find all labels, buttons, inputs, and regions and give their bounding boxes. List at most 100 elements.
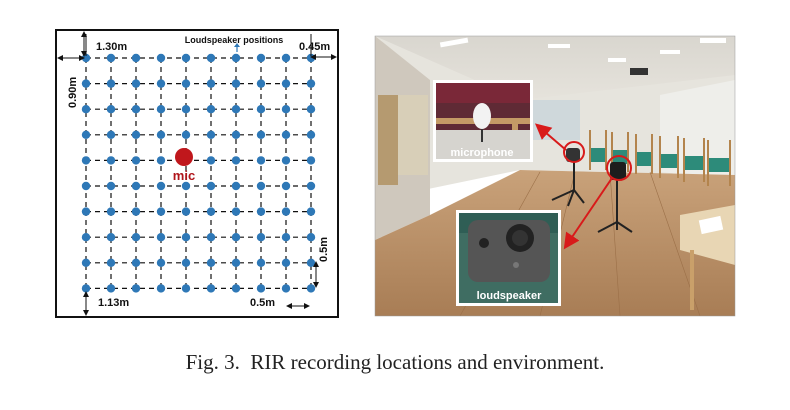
loudspeaker-position-dot	[256, 233, 266, 242]
loudspeaker-position-dot	[306, 105, 316, 114]
loudspeaker-position-dot	[256, 181, 266, 191]
caption-text: RIR recording locations and environment.	[250, 350, 605, 374]
loudspeaker-position-dot	[131, 156, 141, 165]
loudspeaker-position-dot	[231, 105, 241, 114]
loudspeaker-position-dot	[81, 130, 91, 139]
loudspeaker-position-dot	[306, 156, 316, 165]
loudspeaker-position-dot	[206, 181, 216, 191]
loudspeaker-position-dot	[156, 156, 166, 165]
loudspeaker-position-dot	[306, 79, 316, 88]
loudspeaker-position-dot	[256, 284, 266, 293]
loudspeaker-position-dot	[231, 181, 241, 191]
loudspeaker-position-dot	[131, 105, 141, 114]
loudspeaker-position-dot	[281, 207, 291, 216]
loudspeaker-position-dot	[131, 130, 141, 139]
loudspeaker-position-dot	[156, 233, 166, 242]
loudspeaker-position-dot	[281, 79, 291, 88]
loudspeaker-position-dot	[106, 258, 116, 267]
room-photo: microphone loudspeaker	[374, 35, 736, 317]
microphone-icon	[473, 103, 491, 129]
loudspeaker-position-dot	[81, 79, 91, 88]
microphone-label: microphone	[451, 147, 514, 159]
loudspeaker-position-dot	[106, 156, 116, 165]
dim-right-label: 0.5m	[318, 237, 330, 262]
loudspeaker-position-dot	[231, 130, 241, 139]
loudspeaker-position-dot	[106, 181, 116, 191]
loudspeaker-position-dot	[206, 79, 216, 88]
loudspeaker-position-dot	[131, 233, 141, 242]
loudspeaker-position-dot	[81, 105, 91, 114]
room-border	[55, 29, 339, 318]
loudspeaker-position-dot	[306, 181, 316, 191]
loudspeaker-position-dot	[206, 258, 216, 267]
loudspeaker-icon	[468, 220, 550, 282]
loudspeaker-position-dot	[181, 53, 191, 63]
loudspeaker-position-dot	[106, 207, 116, 216]
loudspeaker-position-dot	[231, 284, 241, 293]
loudspeaker-position-dot	[106, 284, 116, 293]
mic-marker	[175, 148, 193, 166]
loudspeaker-position-dot	[206, 130, 216, 139]
loudspeaker-position-dot	[81, 181, 91, 191]
loudspeaker-position-dot	[131, 207, 141, 216]
loudspeaker-position-dot	[281, 284, 291, 293]
loudspeaker-position-dot	[306, 130, 316, 139]
loudspeaker-positions-title: Loudspeaker positions	[185, 35, 284, 45]
microphone-inset: microphone	[433, 80, 533, 162]
loudspeaker-position-dot	[156, 130, 166, 139]
loudspeaker-position-dot	[181, 130, 191, 139]
loudspeaker-position-dot	[106, 130, 116, 139]
loudspeaker-position-dot	[156, 207, 166, 216]
loudspeaker-position-dot	[231, 53, 241, 63]
mic-label: mic	[173, 168, 195, 183]
loudspeaker-position-dot	[181, 284, 191, 293]
loudspeaker-position-dot	[281, 233, 291, 242]
loudspeaker-position-dot	[181, 105, 191, 114]
loudspeaker-position-dot	[156, 53, 166, 63]
loudspeaker-position-dot	[281, 258, 291, 267]
loudspeaker-position-dot	[306, 284, 316, 293]
loudspeaker-position-dot	[231, 233, 241, 242]
loudspeaker-position-dot	[306, 258, 316, 267]
figure-caption: Fig. 3. RIR recording locations and envi…	[0, 350, 790, 375]
loudspeaker-position-dot	[131, 258, 141, 267]
loudspeaker-position-dot	[206, 233, 216, 242]
loudspeaker-position-dot	[106, 233, 116, 242]
loudspeaker-position-dot	[256, 130, 266, 139]
title-pointer-head	[234, 43, 240, 47]
loudspeaker-label: loudspeaker	[477, 290, 543, 302]
loudspeaker-position-dot	[181, 79, 191, 88]
loudspeaker-position-dot	[281, 181, 291, 191]
loudspeaker-position-dot	[156, 284, 166, 293]
loudspeaker-position-dot	[131, 284, 141, 293]
loudspeaker-dots	[81, 53, 316, 293]
loudspeaker-position-dot	[106, 53, 116, 63]
loudspeaker-position-dot	[231, 207, 241, 216]
loudspeaker-position-dot	[181, 233, 191, 242]
loudspeaker-position-dot	[231, 79, 241, 88]
loudspeaker-position-dot	[181, 258, 191, 267]
loudspeaker-position-dot	[156, 105, 166, 114]
loudspeaker-position-dot	[256, 258, 266, 267]
loudspeaker-position-dot	[106, 79, 116, 88]
loudspeaker-position-dot	[231, 258, 241, 267]
loudspeaker-position-dot	[81, 284, 91, 293]
loudspeaker-position-dot	[306, 233, 316, 242]
loudspeaker-position-dot	[256, 105, 266, 114]
loudspeaker-position-dot	[156, 79, 166, 88]
loudspeaker-position-dot	[81, 233, 91, 242]
loudspeaker-position-dot	[206, 207, 216, 216]
loudspeaker-position-dot	[306, 207, 316, 216]
loudspeaker-position-dot	[256, 156, 266, 165]
loudspeaker-position-dot	[81, 156, 91, 165]
loudspeaker-position-dot	[131, 79, 141, 88]
loudspeaker-position-dot	[281, 130, 291, 139]
loudspeaker-position-dot	[181, 207, 191, 216]
loudspeaker-position-dot	[231, 156, 241, 165]
loudspeaker-position-dot	[206, 53, 216, 63]
loudspeaker-position-dot	[206, 105, 216, 114]
dim-top-left-label: 1.30m	[96, 41, 127, 53]
dim-top-right-label: 0.45m	[299, 41, 330, 53]
loudspeaker-pointer-arrow	[563, 177, 613, 250]
